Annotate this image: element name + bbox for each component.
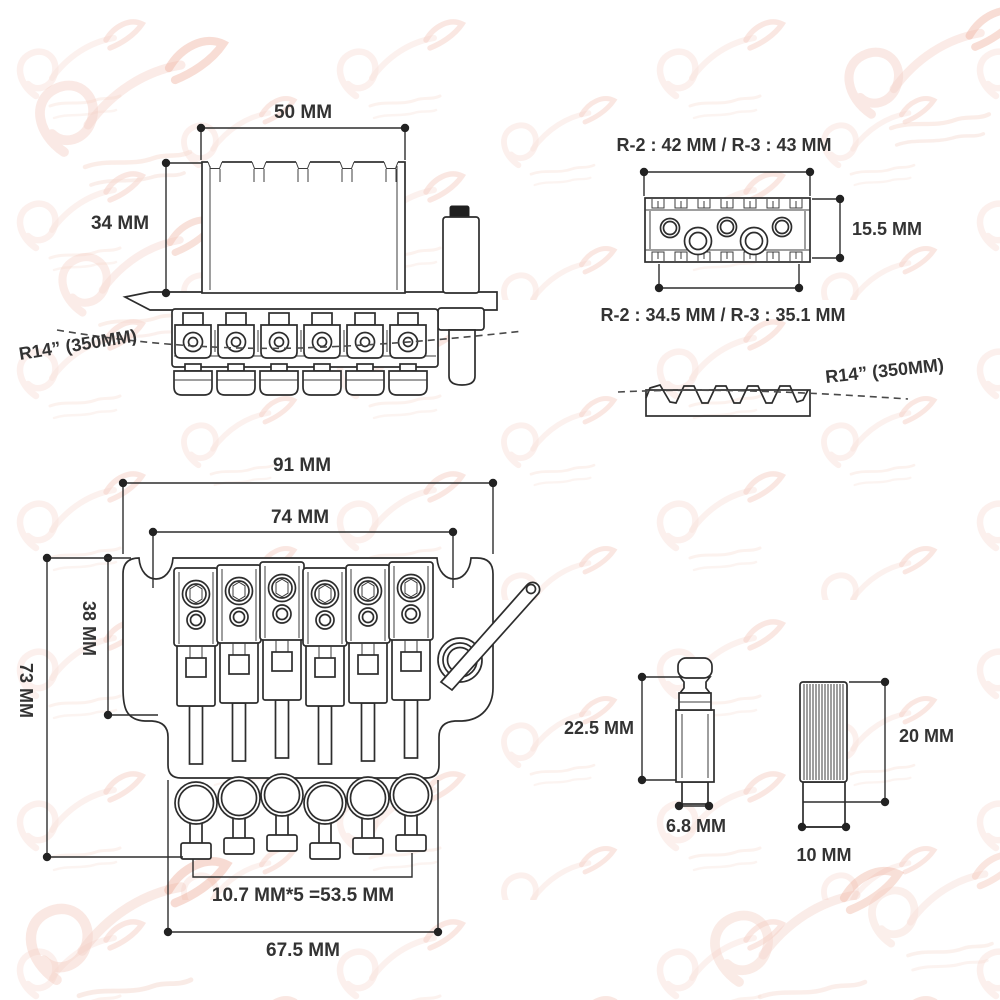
block-notches: [207, 160, 399, 182]
stud-part: [675, 657, 715, 805]
baseplate-side: [122, 291, 498, 311]
insert-part: [799, 681, 848, 828]
nut-profile-teeth: [645, 383, 809, 404]
side-view-diagram: 50 MM 34 MM R14” (350MM): [17, 102, 524, 396]
stud-diameter-label: 6.8 MM: [666, 816, 726, 836]
insert-diameter-label: 10 MM: [796, 845, 851, 865]
overall-width-label: 91 MM: [273, 455, 331, 476]
sustain-block: [201, 160, 406, 294]
dimension-insert-height: 20 MM: [803, 677, 954, 807]
dimension-50mm: 50 MM: [196, 102, 410, 160]
nut-serration-bottom: [651, 251, 803, 261]
dimension-insert-diameter: 10 MM: [796, 822, 852, 865]
stud-diagram: 22.5 MM 6.8 MM: [564, 657, 726, 836]
dimension-string-spacing: 10.7 MM*5 =53.5 MM: [192, 853, 413, 906]
dimension-stud-diameter: 6.8 MM: [666, 801, 726, 836]
dimension-nut-bottom-width: R-2 : 34.5 MM / R-3 : 35.1 MM: [600, 264, 846, 325]
nut-body: [644, 197, 811, 263]
insert-diagram: 20 MM 10 MM: [796, 677, 954, 865]
side-height-label: 34 MM: [91, 213, 149, 234]
dimension-67-5mm: 67.5 MM: [163, 780, 443, 961]
knurl-lines: [803, 684, 844, 780]
stud-height-label: 22.5 MM: [564, 718, 634, 738]
radius-arc: [56, 329, 524, 350]
top-view-diagram: 91 MM 74 MM 38 MM 73 MM 10.7 MM*5 =53.5 …: [16, 455, 541, 961]
dimension-91mm: 91 MM: [118, 455, 498, 554]
dimension-nut-top-width: R-2 : 42 MM / R-3 : 43 MM: [616, 135, 832, 196]
tremolo-arm-side: [437, 205, 485, 386]
saddle-depth-label: 38 MM: [79, 601, 99, 656]
nut-bottom-width-label: R-2 : 34.5 MM / R-3 : 35.1 MM: [600, 305, 845, 325]
mount-spacing-label: 74 MM: [271, 507, 329, 528]
side-width-label: 50 MM: [274, 102, 332, 123]
nut-top-width-label: R-2 : 42 MM / R-3 : 43 MM: [616, 135, 831, 155]
string-spacing-label: 10.7 MM*5 =53.5 MM: [212, 885, 394, 906]
dimension-74mm: 74 MM: [148, 507, 458, 588]
dimension-34mm: 34 MM: [91, 158, 202, 298]
nut-serration-top: [651, 199, 803, 209]
base-width-label: 67.5 MM: [266, 940, 340, 961]
dimension-stud-height: 22.5 MM: [564, 672, 680, 785]
saddle-housing-side: [171, 308, 439, 368]
total-depth-label: 73 MM: [16, 663, 36, 718]
nut-height-label: 15.5 MM: [852, 219, 922, 239]
dimension-73mm: 73 MM: [16, 553, 183, 862]
nut-radius-line: [617, 389, 909, 400]
dimension-nut-height: 15.5 MM: [812, 194, 922, 263]
tremolo-arm-top: [439, 581, 541, 692]
nut-holes: [659, 216, 793, 256]
insert-height-label: 20 MM: [899, 726, 954, 746]
